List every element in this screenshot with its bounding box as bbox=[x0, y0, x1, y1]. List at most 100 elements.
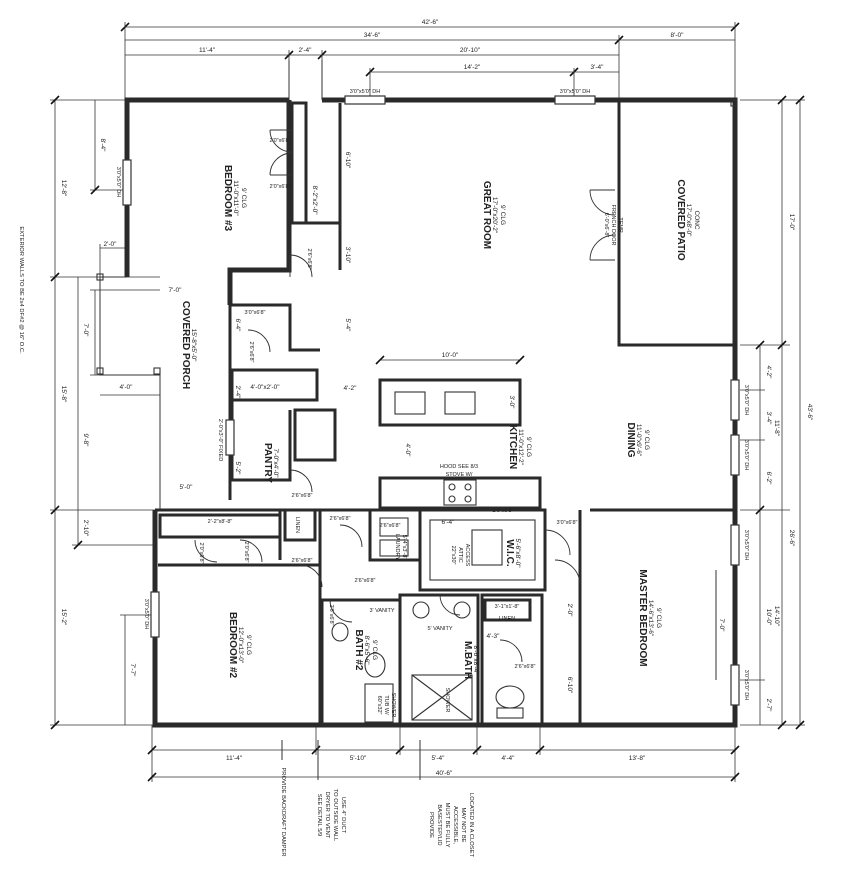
dim-int-a: 10'-0" bbox=[442, 352, 459, 359]
svg-text:COVERED PATIO: COVERED PATIO bbox=[675, 179, 686, 261]
svg-text:6'-0"x6'-8": 6'-0"x6'-8" bbox=[603, 213, 609, 238]
label-linen-shelf: 3'-1"x1'-8" bbox=[495, 604, 520, 610]
room-labels: BEDROOM #3 11'-0"x11'-0" 9' CLG GREAT RO… bbox=[180, 165, 700, 679]
dim-right-a: 17'-0" bbox=[788, 214, 795, 231]
door-label-d3: 2'6"x6'8" bbox=[306, 249, 312, 270]
dim-int-l: 4'-3" bbox=[487, 633, 501, 640]
dim-left-k: 5'-0" bbox=[180, 484, 194, 491]
dim-top-c: 11'-4" bbox=[199, 47, 216, 54]
window-label-fixed: 2'-0"x3'-0" FIXED bbox=[217, 419, 223, 461]
svg-text:M.BATH: M.BATH bbox=[462, 641, 473, 679]
svg-text:17'-0"x20'-2": 17'-0"x20'-2" bbox=[491, 197, 498, 234]
door-label-d6: 2'6"x6'8" bbox=[292, 493, 313, 499]
room-covered-patio: COVERED PATIO 17'-0"x8'-0" CONC bbox=[675, 179, 700, 261]
svg-text:BASESTEP/LID: BASESTEP/LID bbox=[436, 804, 442, 845]
dim-left-j: 4'-0" bbox=[120, 384, 134, 391]
svg-text:CONC: CONC bbox=[693, 210, 700, 229]
svg-text:FRENCH DOOR: FRENCH DOOR bbox=[610, 205, 616, 246]
dim-int-g: 4'-0"x2'-0" bbox=[250, 384, 280, 391]
doors bbox=[194, 129, 616, 663]
room-bath2: BATH #2 8'-6"x5'-6" 9' CLG bbox=[353, 630, 378, 671]
note-dryer: SEE DETAIL 5/9 DRYER TO VENT TO OUTSIDE … bbox=[316, 789, 346, 842]
svg-text:USE 4" DUCT: USE 4" DUCT bbox=[340, 797, 346, 834]
dim-int-h: 4'-0" bbox=[404, 444, 411, 458]
dim-left-h: 7'-0" bbox=[82, 324, 89, 338]
door-label-d13: 3'0"x6'8" bbox=[557, 520, 578, 526]
bottom-dimensions: 11'-4" 5'-10" 5'-4" 4'-4" 13'-8" 40'-6" bbox=[147, 725, 740, 782]
interior-dimensions: 10'-0" 4'-2" 6'-10" 3'-10" 5'-4" 6'-4" 4… bbox=[234, 152, 725, 694]
door-label-d9: 2'6"x6'8" bbox=[292, 558, 313, 564]
dim-int-e: 5'-4" bbox=[344, 319, 351, 333]
label-stove: STOVE W/ bbox=[446, 472, 473, 478]
svg-text:W.I.C.: W.I.C. bbox=[504, 539, 515, 566]
dim-bottom-a: 11'-4" bbox=[226, 755, 243, 762]
door-label-d4: 3'0"x6'8" bbox=[245, 310, 266, 316]
svg-text:BEDROOM #3: BEDROOM #3 bbox=[222, 165, 233, 232]
window-right-2 bbox=[730, 434, 740, 476]
svg-text:PANTRY: PANTRY bbox=[262, 443, 273, 483]
dim-top-d: 2'-4" bbox=[299, 47, 313, 54]
door-label-d8: 2'0"x6'8" bbox=[243, 542, 249, 563]
door-label-d11: 2'6"x6'8" bbox=[355, 578, 376, 584]
svg-text:15'-8"x5'-0": 15'-8"x5'-0" bbox=[190, 329, 197, 362]
dim-int-m: 6'-10" bbox=[566, 677, 573, 694]
room-wic: W.I.C. 5'-6"x8'-0" bbox=[504, 538, 521, 568]
svg-text:DINING: DINING bbox=[625, 423, 636, 458]
window-label-left-bed2: 3'0"x5'0" DH bbox=[143, 599, 149, 629]
notes: EXTERIOR WALLS TO BE 2x4 DF#2 @ 16" O.C.… bbox=[18, 226, 474, 857]
svg-text:BATH #2: BATH #2 bbox=[353, 630, 364, 671]
svg-text:ACCESSIBLE,: ACCESSIBLE, bbox=[452, 806, 458, 844]
note-leaders bbox=[281, 570, 717, 780]
dim-right-i: 10'-0" bbox=[765, 609, 772, 626]
label-vanity-3: 3' VANITY bbox=[369, 608, 394, 614]
window-left-bed2 bbox=[150, 591, 160, 638]
svg-text:8'-6"x5'-6": 8'-6"x5'-6" bbox=[363, 635, 370, 665]
window-label-right-3: 3'0"x5'0" DH bbox=[743, 530, 749, 560]
window-right-1 bbox=[730, 379, 740, 421]
svg-text:PROVIDE: PROVIDE bbox=[428, 812, 434, 838]
fixture-labels: HOOD SEE 8/3 STOVE W/ 6'-0"x6'-8" FRENCH… bbox=[208, 205, 623, 718]
window-label-top-1: 3'0"x5'0" DH bbox=[350, 89, 380, 95]
room-laundry: LAUNDRY 5'-4"x3'-8" bbox=[394, 534, 407, 561]
label-vanity-5: 5' VANITY bbox=[427, 626, 452, 632]
window-fixed bbox=[225, 419, 235, 456]
window-label-right-4: 3'0"x5'0" DH bbox=[743, 670, 749, 700]
dim-right-c: 26'-6" bbox=[788, 530, 795, 547]
svg-text:9' CLG: 9' CLG bbox=[240, 188, 247, 208]
svg-text:SEE DETAIL 5/9: SEE DETAIL 5/9 bbox=[316, 794, 322, 837]
dim-int-c: 6'-10" bbox=[344, 152, 351, 169]
svg-text:9' CLG: 9' CLG bbox=[245, 635, 252, 655]
svg-text:7'-0"x4'-0": 7'-0"x4'-0" bbox=[272, 448, 279, 478]
room-master-bedroom: MASTER BEDROOM 14'-6"x13'-6" 9' CLG bbox=[637, 569, 662, 666]
dim-left-e: 8'-4" bbox=[99, 139, 106, 153]
door-label-d2: 2'0"x6'8" bbox=[270, 184, 291, 190]
svg-text:11'-0"x9'-6": 11'-0"x9'-6" bbox=[635, 424, 642, 457]
dim-left-g: 7'-0" bbox=[169, 287, 183, 294]
svg-text:COVERED PORCH: COVERED PORCH bbox=[180, 301, 191, 389]
svg-text:9' CLG: 9' CLG bbox=[643, 430, 650, 450]
door-labels: 2'0"x6'8" 2'0"x6'8" 2'6"x6'8" 3'0"x6'8" … bbox=[198, 138, 578, 670]
window-right-3 bbox=[730, 524, 740, 566]
window-label-right-1: 3'0"x5'0" DH bbox=[743, 385, 749, 415]
svg-text:9' CLG: 9' CLG bbox=[371, 640, 378, 660]
dim-bottom-b: 5'-10" bbox=[350, 755, 367, 762]
room-bedroom2: BEDROOM #2 12'-0"x13'-0" 9' CLG bbox=[227, 612, 252, 679]
dim-bottom-c: 5'-4" bbox=[432, 755, 446, 762]
room-master-bath: M.BATH 8'-6"x8'-4" bbox=[462, 641, 479, 679]
room-bedroom3: BEDROOM #3 11'-0"x11'-0" 9' CLG bbox=[222, 165, 247, 232]
svg-text:17'-0"x8'-0": 17'-0"x8'-0" bbox=[685, 204, 692, 237]
svg-text:TEMP: TEMP bbox=[617, 217, 623, 233]
svg-text:LAUNDRY: LAUNDRY bbox=[394, 534, 400, 561]
dim-right-e: 14'-10" bbox=[773, 606, 780, 627]
room-pantry: PANTRY 7'-0"x4'-0" bbox=[262, 443, 279, 483]
dim-overall-top: 42'-6" bbox=[422, 19, 439, 26]
dim-int-q: 8'-2"x2'-0" bbox=[311, 185, 318, 215]
svg-text:14'-6"x13'-6": 14'-6"x13'-6" bbox=[647, 600, 654, 637]
room-covered-porch: COVERED PORCH 15'-8"x5'-0" bbox=[180, 301, 197, 389]
dim-top-a: 34'-6" bbox=[364, 32, 381, 39]
dim-bottom-e: 13'-8" bbox=[629, 755, 646, 762]
dim-int-d: 3'-10" bbox=[344, 247, 351, 264]
dim-left-a: 12'-8" bbox=[60, 180, 67, 197]
left-dimensions: 12'-8" 15'-8" 15'-2" 2'-10" 8'-4" 2'-0" … bbox=[50, 95, 194, 730]
dim-left-d: 2'-10" bbox=[82, 520, 89, 537]
